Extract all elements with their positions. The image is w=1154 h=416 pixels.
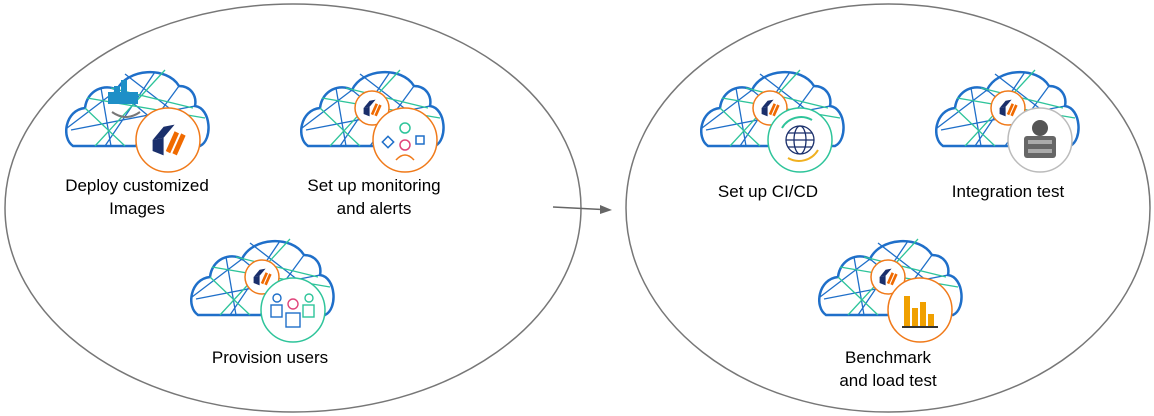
cicd-globe-icon	[781, 116, 819, 162]
app-logo-icon	[870, 259, 906, 295]
app-logo-icon	[354, 90, 390, 126]
node-integration-test	[935, 68, 1080, 173]
bar-chart-icon	[902, 296, 938, 328]
monitoring-icon	[381, 122, 425, 161]
right-group-ellipse	[625, 3, 1151, 413]
label-cicd: Set up CI/CD	[717, 182, 819, 201]
node-benchmark	[818, 237, 963, 343]
docker-whale-icon	[108, 80, 141, 118]
node-deploy-images	[65, 68, 210, 173]
label-provision-users: Provision users	[211, 348, 329, 367]
flow-arrow	[552, 205, 612, 214]
label-integration-test: Integration test	[951, 182, 1065, 201]
node-provision-users	[190, 237, 335, 343]
app-logo-icon	[244, 259, 280, 295]
chaos-monkey-icon	[1024, 120, 1056, 158]
node-monitoring	[300, 68, 445, 173]
icon-badge	[135, 107, 201, 173]
app-logo-icon	[990, 90, 1026, 126]
node-cicd	[700, 68, 845, 173]
users-icon	[270, 293, 315, 328]
